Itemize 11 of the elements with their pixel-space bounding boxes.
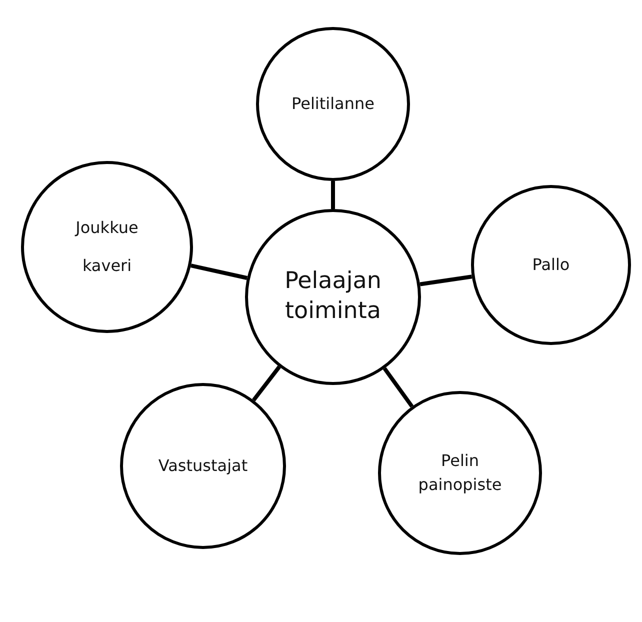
connector-line — [252, 366, 281, 402]
connector-line — [382, 367, 414, 408]
node-label: Vastustajat — [158, 456, 248, 476]
node-label: Pelin painopiste — [417, 450, 503, 496]
connector-line — [331, 181, 335, 209]
connector-line — [190, 264, 248, 280]
connector-line — [420, 274, 472, 286]
node-label: Pelitilanne — [292, 94, 374, 114]
node-label: Pallo — [532, 254, 570, 276]
node-label: Pelaajan toiminta — [284, 267, 382, 326]
node-label: Joukkue kaveri — [74, 216, 140, 277]
